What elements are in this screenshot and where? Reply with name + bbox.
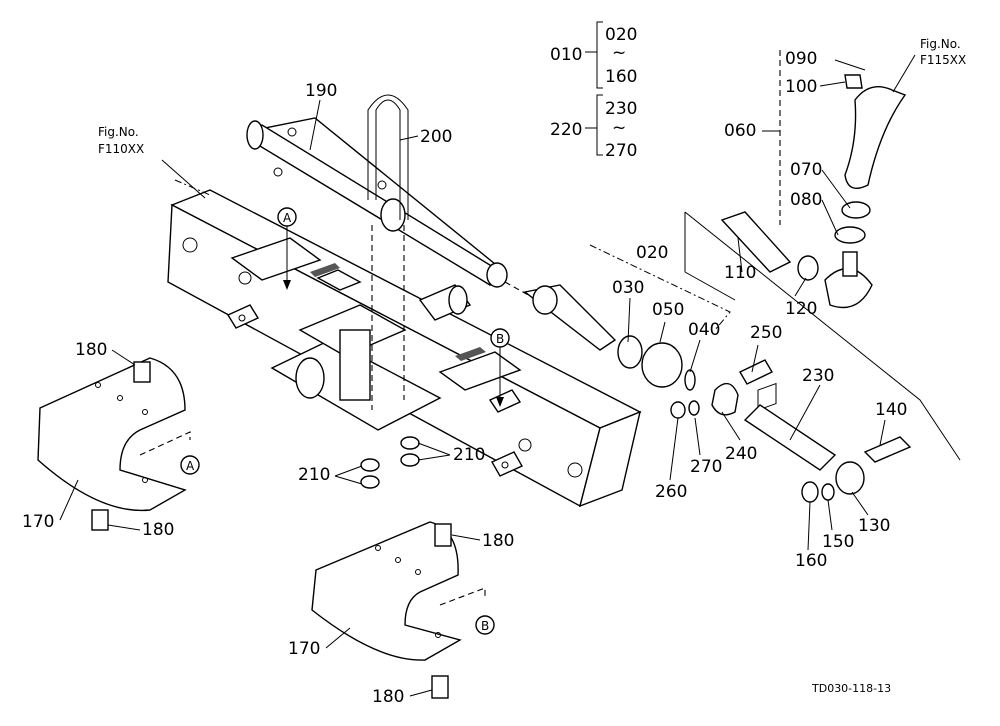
label-050: 050 [652,300,684,320]
marker-b-cover [475,615,495,635]
label-040: 040 [688,320,720,340]
leader-lines [59,54,916,697]
lower-right-parts [670,359,912,503]
label-170-bottom: 170 [288,639,320,659]
label-200: 200 [420,127,452,147]
label-270: 270 [690,457,722,477]
label-150: 150 [822,532,854,552]
label-270-range: 270 [605,141,637,161]
label-060: 060 [724,121,756,141]
label-160: 160 [795,551,827,571]
label-190: 190 [305,81,337,101]
label-160-range: 160 [605,67,637,87]
label-110: 110 [724,263,756,283]
label-010: 010 [550,45,582,65]
marker-a-cover [180,455,200,475]
callout-markers: A B A B [180,207,510,635]
label-180-top-center: 180 [482,531,514,551]
label-070: 070 [790,160,822,180]
marker-b-cover-text: B [481,619,489,633]
cylinder-190 [246,117,508,288]
label-180-bottom-left: 180 [142,520,174,540]
label-130: 130 [858,516,890,536]
frame-assembly [167,179,777,508]
cover-170-left [37,357,191,531]
tie-rod-end-box [684,50,961,461]
label-020-range: 020 [605,25,637,45]
cover-170-bottom [311,521,486,699]
fig-ref-right-line2: F115XX [920,53,966,67]
label-210-left: 210 [298,465,330,485]
fig-ref-left-line1: Fig.No. [98,125,139,139]
label-180-top-left: 180 [75,340,107,360]
tie-rod-020 [504,244,731,391]
label-120: 120 [785,299,817,319]
group-bracket-010 [585,21,603,156]
label-210-right: 210 [453,445,485,465]
label-230-range: 230 [605,99,637,119]
label-090: 090 [785,49,817,69]
label-tilde-2: ~ [612,118,626,138]
drawing-code: TD030-118-13 [811,682,891,695]
u-bolt-200 [367,94,409,410]
nuts-210 [360,436,420,489]
fig-ref-right-line1: Fig.No. [920,37,961,51]
marker-a-cover-text: A [186,459,195,473]
marker-a-frame-text: A [283,211,292,225]
label-tilde-1: ~ [612,43,626,63]
label-260: 260 [655,482,687,502]
label-230: 230 [802,366,834,386]
label-170-left: 170 [22,512,54,532]
label-250: 250 [750,323,782,343]
marker-b-frame-text: B [496,332,504,346]
label-220: 220 [550,120,582,140]
label-020: 020 [636,243,668,263]
label-240: 240 [725,444,757,464]
label-100: 100 [785,77,817,97]
label-140: 140 [875,400,907,420]
fig-ref-left-line2: F110XX [98,142,144,156]
label-030: 030 [612,278,644,298]
label-180-bottom-center: 180 [372,687,404,707]
label-080: 080 [790,190,822,210]
labels: 010 020 ~ 160 220 230 ~ 270 090 100 060 … [22,25,966,707]
